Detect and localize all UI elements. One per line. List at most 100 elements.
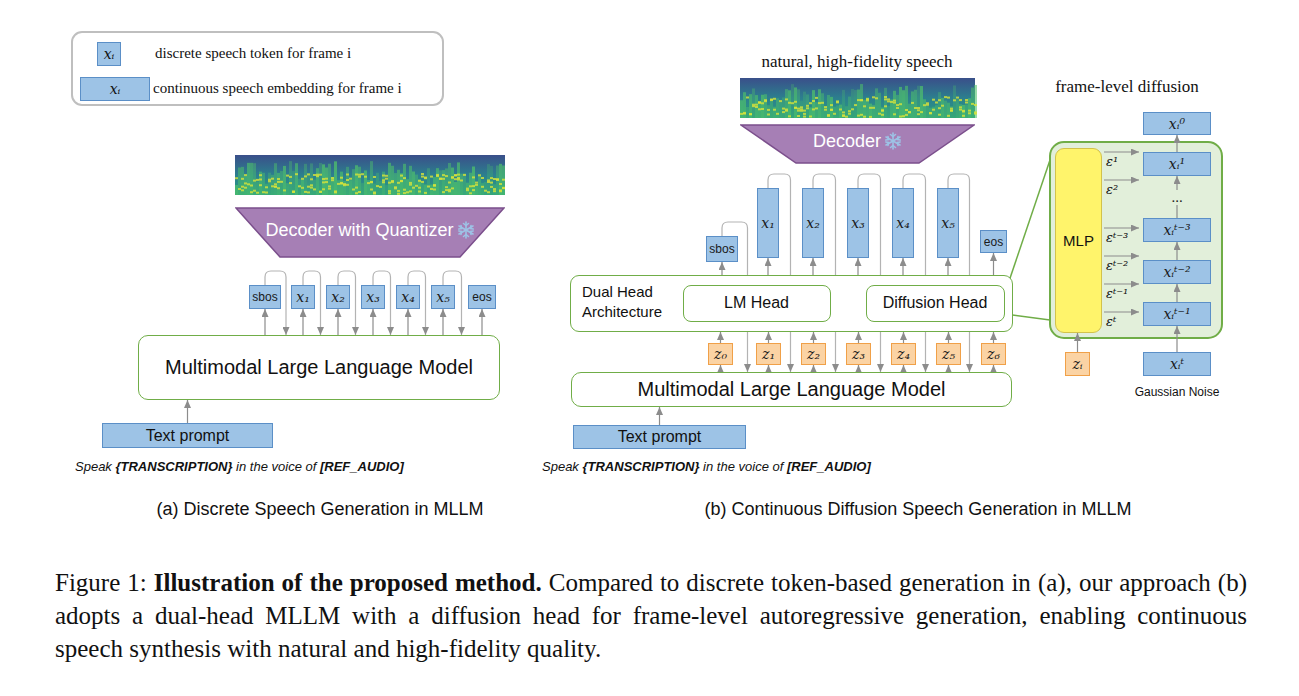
spectrogram: [499, 190, 502, 192]
spectrogram: [355, 174, 358, 176]
spectrogram: [830, 97, 833, 118]
connector: [767, 258, 768, 275]
spectrogram: [914, 90, 917, 118]
spectrogram: [866, 99, 869, 101]
node-text: LM Head: [724, 294, 789, 312]
spectrogram: [812, 90, 815, 118]
text-prompt-box: Text prompt: [573, 425, 746, 449]
spectrogram: [259, 174, 262, 176]
spectrogram: [481, 186, 484, 188]
spectrogram: [277, 178, 280, 180]
diffusion-step-box: xᵢᵗ⁻²: [1143, 260, 1211, 284]
spectrogram: [761, 108, 764, 110]
node-text: Dual Head Architecture: [582, 282, 680, 321]
noise-label: εᵗ⁻²: [1106, 258, 1128, 273]
spectrogram: [421, 176, 424, 178]
spectrogram: [743, 113, 746, 115]
spectrogram: [502, 187, 505, 189]
spectrogram: [280, 181, 283, 183]
spectrogram: [289, 182, 292, 184]
spectrogram: [292, 171, 295, 195]
spectrogram: [235, 155, 505, 195]
spectrogram: [773, 109, 776, 111]
speech-token: x₁: [291, 285, 315, 309]
head-box: Diffusion Head: [866, 285, 1005, 322]
prompt-template-part: [REF_AUDIO]: [787, 459, 871, 474]
spectrogram: [487, 181, 490, 183]
spectrogram: [346, 174, 349, 176]
spectrogram: [391, 181, 394, 183]
spectrogram: [950, 110, 953, 112]
spectrogram: [373, 184, 376, 195]
spectrogram: [397, 182, 400, 184]
spectrogram: [788, 115, 791, 117]
spectrogram: [926, 104, 929, 106]
connector: [659, 407, 660, 425]
spectrogram: [301, 179, 304, 195]
spectrogram: [451, 177, 454, 179]
spectrogram: [388, 182, 391, 184]
spectrogram: [250, 185, 253, 187]
spectrogram: [355, 192, 358, 194]
spectrogram: [400, 180, 403, 182]
spectrogram: [262, 173, 265, 195]
spectrogram: [962, 105, 965, 118]
spectrogram: [382, 172, 385, 195]
spectrogram: [469, 192, 472, 194]
spectrogram: [265, 186, 268, 188]
prompt-template-part: {TRANSCRIPTION}: [582, 459, 699, 474]
connector: [442, 309, 443, 335]
spectrogram: [295, 173, 298, 175]
spectrogram: [253, 180, 256, 182]
spectrogram: [815, 107, 818, 109]
connector: [993, 332, 994, 343]
node-text: Diffusion Head: [883, 294, 988, 312]
spectrogram: [304, 164, 307, 195]
spectrogram: [238, 188, 241, 190]
spectrogram: [421, 173, 424, 175]
connector: [720, 365, 721, 372]
spectrogram: [740, 78, 975, 118]
spectrogram: [863, 105, 866, 107]
spectrogram: [923, 104, 926, 106]
spectrogram: [463, 174, 466, 176]
spectrogram: [319, 191, 322, 193]
spectrogram: [274, 183, 277, 185]
spectrogram: [319, 174, 322, 176]
spectrogram: [424, 192, 427, 194]
spectrogram: [325, 168, 328, 195]
spectrogram: [938, 107, 941, 109]
snowflake-icon: [458, 225, 461, 228]
spectrogram: [860, 99, 863, 101]
spectrogram: [439, 178, 442, 180]
spectrogram: [812, 100, 815, 102]
spectrogram: [884, 88, 887, 118]
spectrogram: [397, 190, 400, 192]
decoder-trapezoid: Decoder: [740, 124, 975, 164]
node-text: z₁: [762, 346, 775, 362]
latent-box: z₆: [981, 343, 1006, 365]
spectrogram: [364, 176, 367, 178]
spectrogram: [770, 99, 773, 101]
spectrogram: [815, 97, 818, 99]
spectrogram: [490, 166, 493, 195]
spectrogram: [304, 175, 307, 177]
spectrogram: [469, 185, 472, 187]
spectrogram: [905, 86, 908, 118]
connector: [720, 332, 721, 343]
spectrogram: [848, 97, 851, 118]
spectrogram: [920, 111, 923, 113]
spectrogram: [773, 107, 776, 118]
spectrogram: [794, 87, 797, 118]
spectrogram: [409, 166, 412, 195]
special-token: sbos: [706, 236, 738, 262]
spectrogram: [797, 110, 800, 112]
latent-box: z₃: [846, 343, 871, 365]
spectrogram: [409, 190, 412, 192]
spectrogram: [496, 165, 499, 195]
spectrogram: [926, 106, 929, 118]
spectrogram: [800, 106, 803, 108]
spectrogram: [268, 173, 271, 195]
spectrogram: [310, 187, 313, 189]
spectrogram: [418, 179, 421, 195]
